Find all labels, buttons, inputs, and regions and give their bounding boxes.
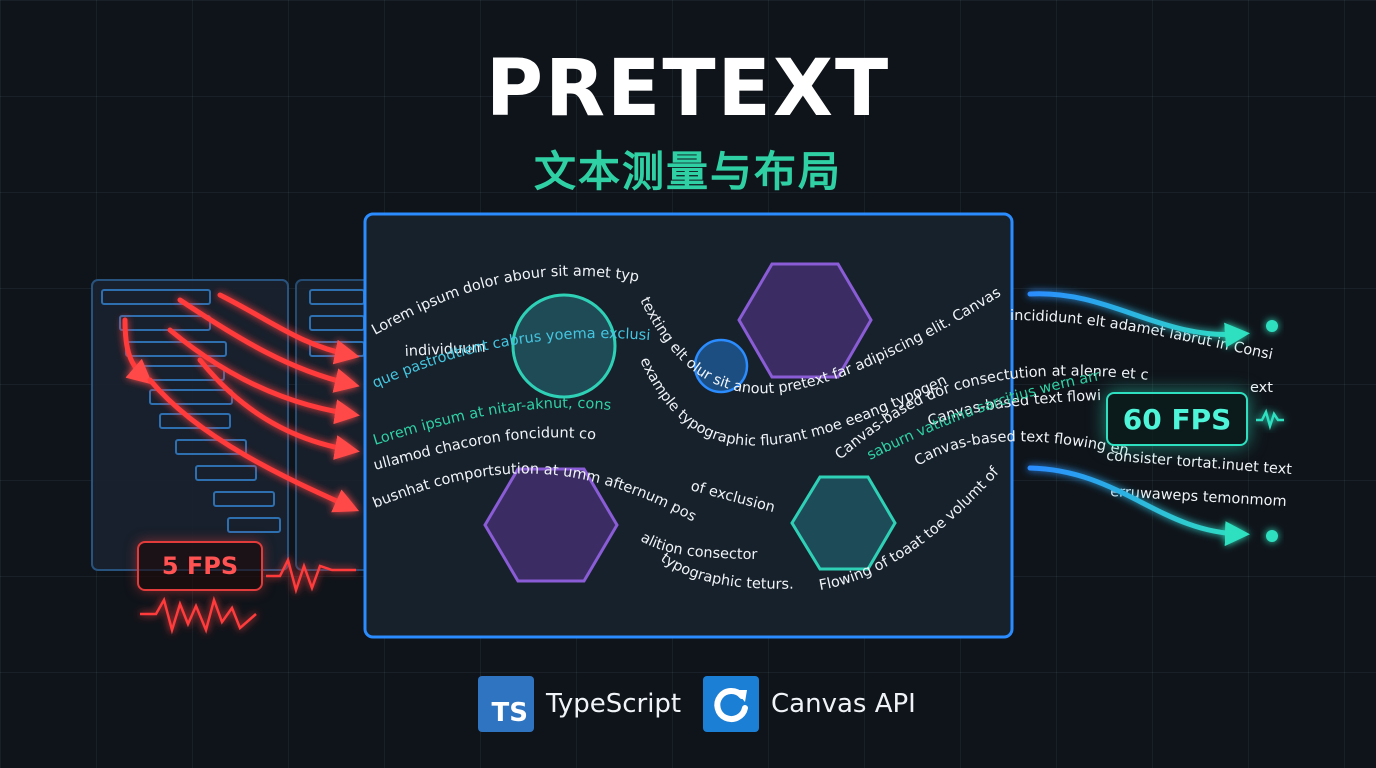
slow-layout-panels (91, 279, 377, 571)
fast-signal-wave (1256, 408, 1284, 431)
slow-fps-badge: 5 FPS (137, 541, 263, 591)
fast-fps-badge: 60 FPS (1106, 392, 1248, 446)
canvas-api-logo: Canvas API (703, 676, 916, 732)
text-line: individuum (404, 340, 486, 360)
page-title: PRETEXT (485, 44, 891, 134)
large-circle-shape (511, 293, 617, 399)
canvas-api-label: Canvas API (771, 689, 916, 719)
teal-hexagon-bottom (790, 475, 897, 571)
fast-flow-arrows (1027, 291, 1250, 547)
purple-hexagon-top (737, 262, 873, 379)
page-subtitle: 文本测量与布局 (533, 147, 842, 196)
typescript-logo: TS TypeScript (478, 676, 681, 732)
purple-hexagon-bottom (483, 467, 619, 583)
fast-glow-dots (1266, 320, 1278, 542)
slow-jitter-wave-right (266, 556, 356, 595)
text-line: consister tortat.inuet text (1106, 448, 1293, 478)
typescript-label: TypeScript (546, 689, 682, 719)
slow-reflow-arrows (122, 292, 360, 513)
svg-text:ext: ext (1250, 380, 1273, 396)
exclusion-shapes (483, 262, 897, 583)
svg-text:individuum: individuum (404, 340, 486, 360)
canvas-refresh-icon (703, 676, 759, 732)
typescript-logo-icon: TS (478, 676, 534, 732)
slow-jitter-wave (140, 595, 257, 635)
small-circle-shape (693, 338, 749, 394)
svg-text:consister tortat.inuet text: consister tortat.inuet text (1106, 448, 1293, 478)
text-line: ext (1250, 380, 1273, 396)
